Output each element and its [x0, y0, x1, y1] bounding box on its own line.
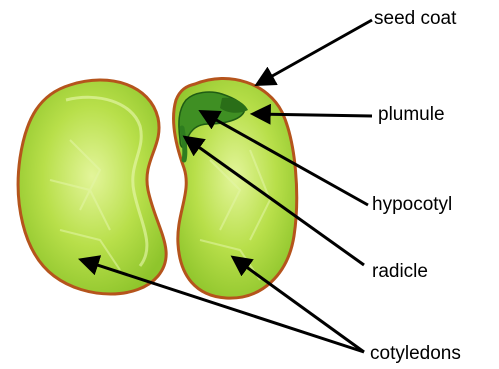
arrow-plumule — [254, 114, 372, 116]
label-plumule: plumule — [378, 105, 445, 124]
radicle-shape — [182, 128, 185, 160]
label-radicle: radicle — [372, 262, 428, 281]
arrow-cotyledon-right — [234, 258, 364, 352]
arrow-seed-coat — [258, 20, 372, 84]
label-cotyledons: cotyledons — [370, 344, 461, 363]
label-seed-coat: seed coat — [374, 9, 456, 28]
label-hypocotyl: hypocotyl — [372, 195, 452, 214]
